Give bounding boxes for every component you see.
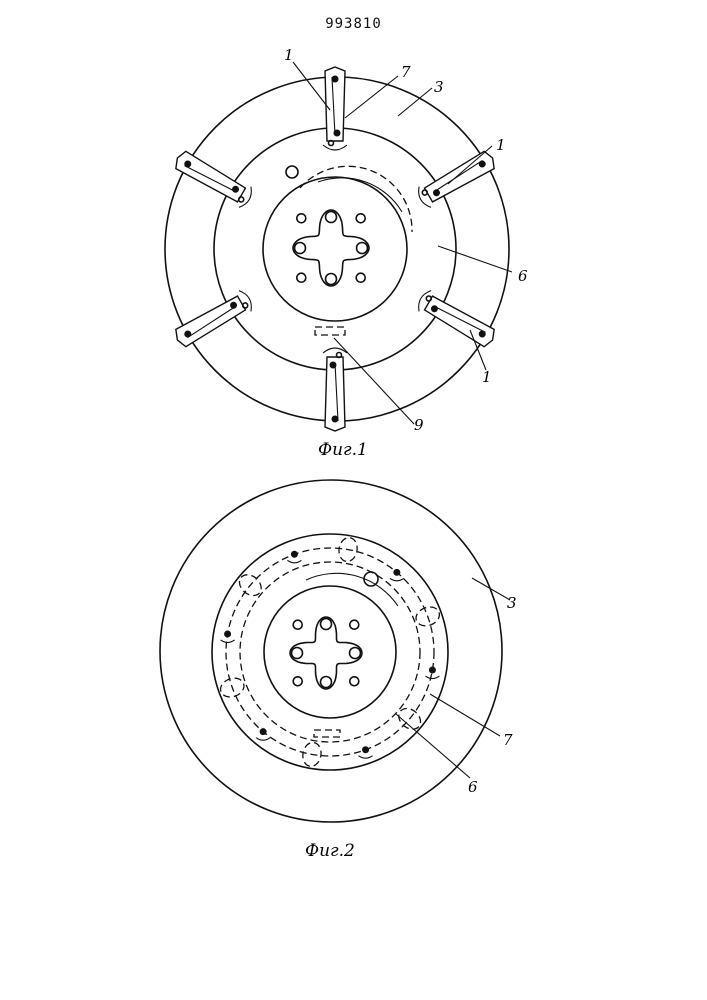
folded-lever-pivot	[224, 630, 231, 637]
fig1-ring-6	[214, 128, 456, 370]
fig1-label-7: 7	[401, 63, 411, 81]
fig1-flower-lobe-hole	[357, 243, 368, 254]
fig1-hub	[263, 177, 407, 321]
lever-pivot-outer	[332, 76, 339, 83]
folded-lever-cam	[390, 578, 404, 581]
lever-arm	[171, 288, 255, 350]
lever-arm	[415, 288, 499, 350]
fig1-label-1-right-top: 1	[496, 136, 506, 154]
fig2-hub-flower	[290, 617, 362, 689]
fig1-flower-bolt-hole	[356, 214, 365, 223]
fig2-flower-lobe-hole	[321, 619, 332, 630]
fig2-label-3: 3	[507, 594, 517, 612]
fig1-flower-bolt-hole	[356, 273, 365, 282]
fig1-caption: Фиг.1	[318, 440, 368, 460]
folded-lever-pivot	[291, 551, 298, 558]
lever-cam-hole	[329, 141, 334, 146]
fig1-flower-lobe-hole	[326, 274, 337, 285]
figure-1: 1 7 3 1 6 1 9 Фиг.1	[165, 46, 528, 460]
fig1-dashed-arc	[300, 166, 412, 232]
fig2-slot	[314, 730, 340, 737]
lever-body	[172, 149, 246, 203]
fig2-flower-lobe-hole	[292, 648, 303, 659]
fig1-flower-lobe-hole	[295, 243, 306, 254]
fig2-ring-6	[212, 534, 448, 770]
fig1-hub-flower	[293, 210, 369, 286]
fig1-pin-hole	[286, 166, 298, 178]
lever-cam-hole	[337, 353, 342, 358]
lever-pivot-inner	[334, 130, 341, 137]
fig1-label-1-top: 1	[284, 46, 294, 64]
folded-lever-cam	[287, 560, 301, 563]
figure-2: 3 7 6 Фиг.2	[160, 480, 517, 861]
fig2-dashed-circle-inner	[240, 562, 420, 742]
fig2-leader-lines	[396, 578, 510, 778]
fig1-label-6: 6	[518, 267, 528, 285]
folded-lever-cam	[256, 738, 270, 741]
fig1-slot-9	[315, 327, 345, 335]
fig1-label-9: 9	[414, 416, 424, 434]
fig1-flower-bolt-hole	[297, 273, 306, 282]
fig2-folded-levers	[218, 536, 442, 768]
fig2-flower-bolt-hole	[350, 620, 359, 629]
fig1-flower-bolt-hole	[297, 214, 306, 223]
fig1-flower-lobe-hole	[326, 212, 337, 223]
fig2-flower-lobe-hole	[321, 677, 332, 688]
lever-arm	[323, 348, 347, 431]
fig2-label-6: 6	[468, 778, 478, 796]
lever-body	[424, 294, 498, 348]
folded-lever-pivot	[260, 728, 267, 735]
lever-cam	[323, 145, 347, 150]
lever-pivot-inner	[330, 362, 337, 369]
lever-pivot-outer	[332, 416, 339, 423]
fig2-flower-lobe-hole	[350, 648, 361, 659]
folded-lever-pivot	[429, 667, 436, 674]
folded-lever-cam	[221, 640, 235, 643]
folded-lever-cam	[359, 756, 373, 759]
fig2-flower-bolt-hole	[293, 620, 302, 629]
lever-arm	[415, 148, 499, 210]
fig2-flower-bolt-hole	[350, 677, 359, 686]
lever-arm	[323, 67, 347, 150]
folded-lever-cam	[425, 676, 439, 679]
fig1-inner-arc	[318, 178, 402, 212]
lever-arm	[171, 148, 255, 210]
fig2-caption: Фиг.2	[305, 841, 355, 861]
fig2-label-7: 7	[503, 731, 513, 749]
fig2-flower-bolt-hole	[293, 677, 302, 686]
fig1-label-3: 3	[434, 78, 444, 96]
folded-lever-pivot	[393, 569, 400, 576]
folded-lever-pivot	[362, 746, 369, 753]
fig1-label-1-right-bottom: 1	[482, 368, 492, 386]
fig2-hub	[264, 586, 396, 718]
